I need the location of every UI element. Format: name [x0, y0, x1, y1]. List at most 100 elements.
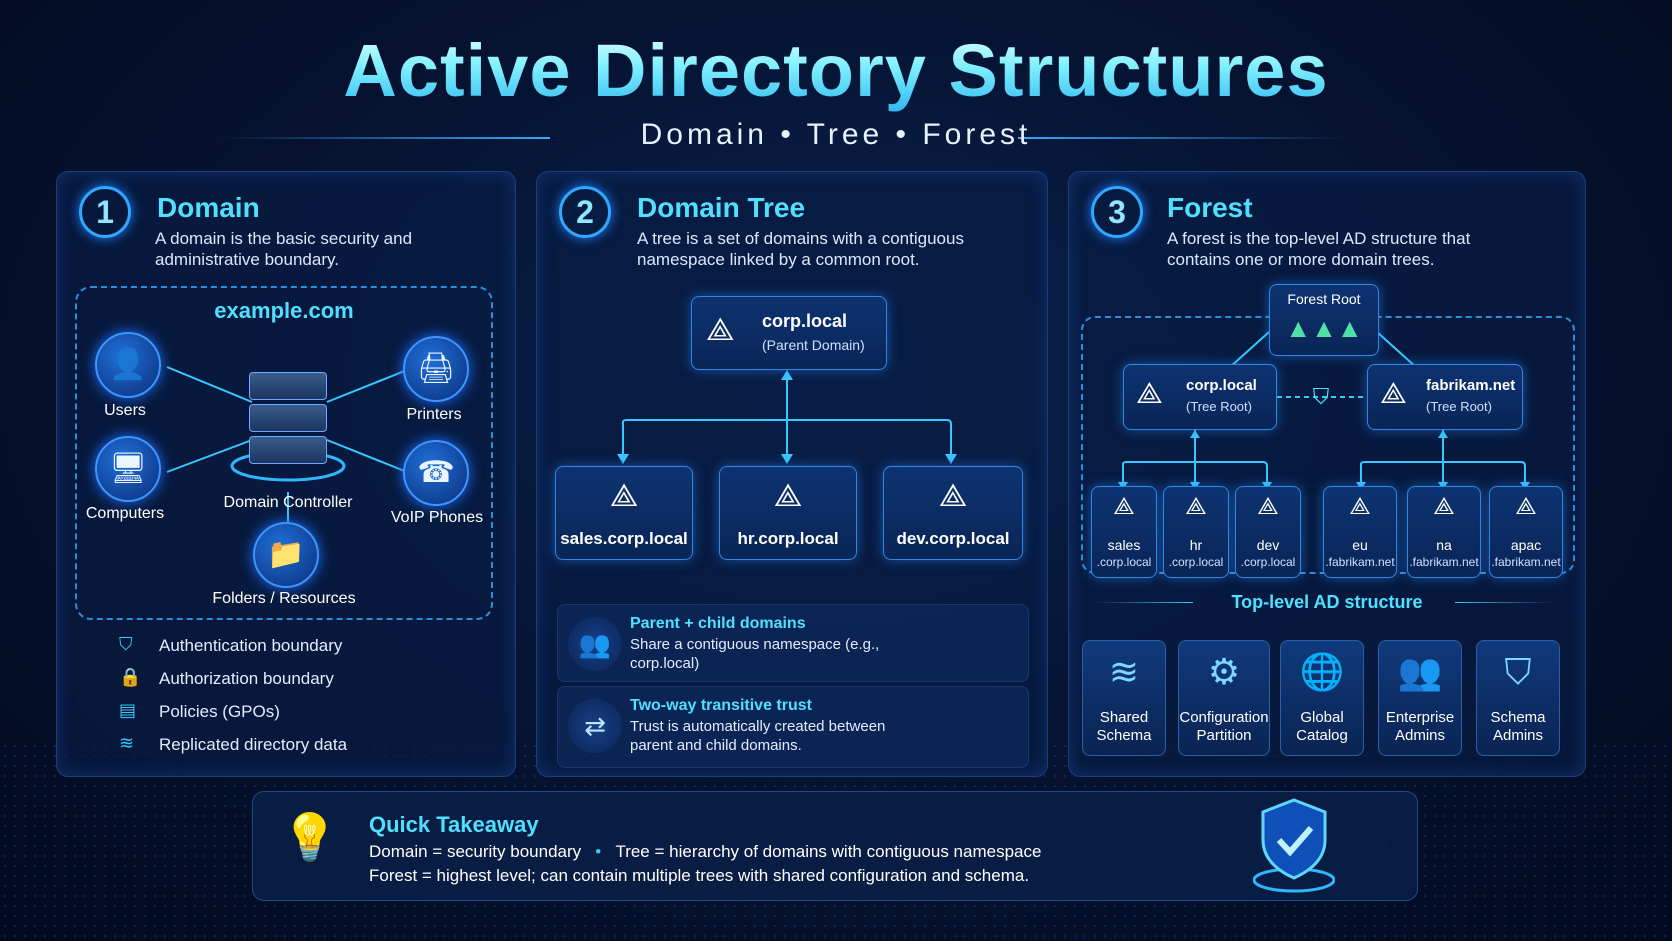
- lightbulb-icon: 💡: [281, 811, 339, 863]
- info-trust: ⇄ Two-way transitive trust Trust is auto…: [557, 686, 1029, 768]
- page-title: Active Directory Structures: [0, 28, 1672, 113]
- forest-child-node: ⟁ hr .corp.local: [1163, 486, 1229, 578]
- forest-number: 3: [1091, 186, 1143, 238]
- tree-child-name: hr.corp.local: [737, 529, 839, 548]
- child-suffix: .fabrikam.net: [1491, 555, 1561, 569]
- forest-child-node: ⟁ dev .corp.local: [1235, 486, 1301, 578]
- structure-line-left: [1093, 602, 1193, 603]
- computer-icon: 🖥: [95, 436, 161, 502]
- tree-child-name: sales.corp.local: [560, 529, 688, 548]
- swap-arrows-icon: ⇄: [568, 699, 622, 753]
- structure-line-right: [1455, 602, 1555, 603]
- child-name: sales: [1107, 537, 1141, 553]
- forest-child-node: ⟁ sales .corp.local: [1091, 486, 1157, 578]
- forest-child-node: ⟁ na .fabrikam.net: [1407, 486, 1481, 578]
- boundary-item: Authentication boundary: [159, 636, 343, 655]
- document-icon: ▤: [119, 700, 137, 720]
- domain-tree-icon: ⟁: [1113, 493, 1135, 520]
- phone-icon: ☎: [403, 440, 469, 506]
- tree-root-name: corp.local: [1186, 377, 1257, 394]
- domain-tree-icon: ⟁: [1185, 493, 1207, 520]
- tree-root-node: ⟁ corp.local (Tree Root): [1123, 364, 1277, 430]
- forest-child-node: ⟁ apac .fabrikam.net: [1489, 486, 1563, 578]
- boundary-item: Authorization boundary: [159, 669, 334, 688]
- domain-number: 1: [79, 186, 131, 238]
- tree-child-node: ⟁ dev.corp.local: [883, 466, 1023, 560]
- structure-title: Top-level AD structure: [1231, 592, 1423, 612]
- tree-parent-node: ⟁ corp.local (Parent Domain): [691, 296, 887, 370]
- link-users: [166, 366, 253, 403]
- computers-label: Computers: [85, 505, 165, 522]
- link-printers: [326, 369, 408, 403]
- info-text: Trust is automatically created between p…: [630, 718, 886, 754]
- group-icon: 👥: [568, 617, 622, 671]
- users-label: Users: [104, 402, 146, 419]
- child-suffix: .corp.local: [1168, 555, 1224, 569]
- info-title: Two-way transitive trust: [630, 697, 812, 714]
- tree-links: [617, 370, 957, 464]
- tree-root-role: (Tree Root): [1426, 399, 1492, 414]
- database-icon: ≋: [1108, 651, 1140, 692]
- takeaway-title: Quick Takeaway: [369, 812, 539, 837]
- tree-root-role: (Tree Root): [1186, 399, 1252, 414]
- tree-child-node: ⟁ sales.corp.local: [555, 466, 693, 560]
- tree-child-name: dev.corp.local: [896, 529, 1010, 548]
- tree-root-name: fabrikam.net: [1426, 377, 1516, 394]
- users-icon: 👤: [95, 332, 161, 398]
- forest-description: A forest is the top-level AD structure t…: [1167, 229, 1471, 269]
- child-suffix: .corp.local: [1240, 555, 1296, 569]
- shield-person-icon: ⛉: [1504, 651, 1532, 692]
- globe-icon: 🌐: [1299, 651, 1345, 692]
- gear-icon: ⚙: [1207, 651, 1241, 692]
- domain-panel: 1 Domain A domain is the basic security …: [56, 171, 516, 777]
- info-text: Share a contiguous namespace (e.g., corp…: [630, 636, 880, 672]
- tree-parent-role: (Parent Domain): [762, 337, 865, 353]
- forest-root-node: Forest Root ▲▲▲: [1269, 284, 1379, 356]
- boundary-item: Replicated directory data: [159, 735, 348, 754]
- domain-tree-icon: ⟁: [1257, 493, 1279, 520]
- child-name: hr: [1189, 537, 1203, 553]
- link-computers: [166, 439, 253, 473]
- folder-icon: 📁: [253, 522, 319, 588]
- printers-label: Printers: [406, 406, 462, 423]
- controller-label: Domain Controller: [223, 494, 353, 511]
- info-title: Parent + child domains: [630, 615, 806, 632]
- child-suffix: .fabrikam.net: [1325, 555, 1395, 569]
- domain-tree-icon: ⟁: [1515, 493, 1537, 520]
- shield-check-icon: [1252, 796, 1336, 893]
- tree-title: Domain Tree: [637, 192, 806, 223]
- domain-tree-icon: ⟁: [1433, 493, 1455, 520]
- domain-boundary: [75, 286, 493, 620]
- tree-child-node: ⟁ hr.corp.local: [719, 466, 857, 560]
- printer-icon: 🖨: [403, 336, 469, 402]
- domain-tree-icon: ⟁: [1349, 493, 1371, 520]
- voip-label: VoIP Phones: [390, 509, 484, 526]
- subtitle-line-right: [1018, 137, 1348, 139]
- admins-icon: 👥: [1397, 651, 1443, 692]
- forest-child-node: ⟁ eu .fabrikam.net: [1323, 486, 1397, 578]
- domain-tree-icon: ⟁: [938, 477, 968, 513]
- forest-title: Forest: [1167, 192, 1253, 223]
- link-voip: [326, 439, 408, 473]
- quick-takeaway: 💡 Quick Takeaway Domain = security bound…: [252, 791, 1418, 901]
- domain-title: Domain: [157, 192, 260, 223]
- tree-parent-name: corp.local: [762, 311, 848, 331]
- subtitle-line-left: [220, 137, 550, 139]
- child-name: na: [1436, 537, 1452, 553]
- shield-check-icon: ⛉: [119, 634, 133, 654]
- boundary-item: Policies (GPOs): [159, 702, 280, 721]
- folders-label: Folders / Resources: [212, 590, 356, 607]
- forest-links: [1118, 331, 1530, 490]
- domain-name: example.com: [214, 298, 354, 323]
- lock-icon: 🔒: [119, 667, 142, 687]
- domain-tree-icon: ⟁: [609, 477, 639, 513]
- child-name: dev: [1256, 537, 1280, 553]
- tree-number: 2: [559, 186, 611, 238]
- tree-root-node: ⟁ fabrikam.net (Tree Root): [1367, 364, 1523, 430]
- tree-description: A tree is a set of domains with a contig…: [637, 229, 964, 269]
